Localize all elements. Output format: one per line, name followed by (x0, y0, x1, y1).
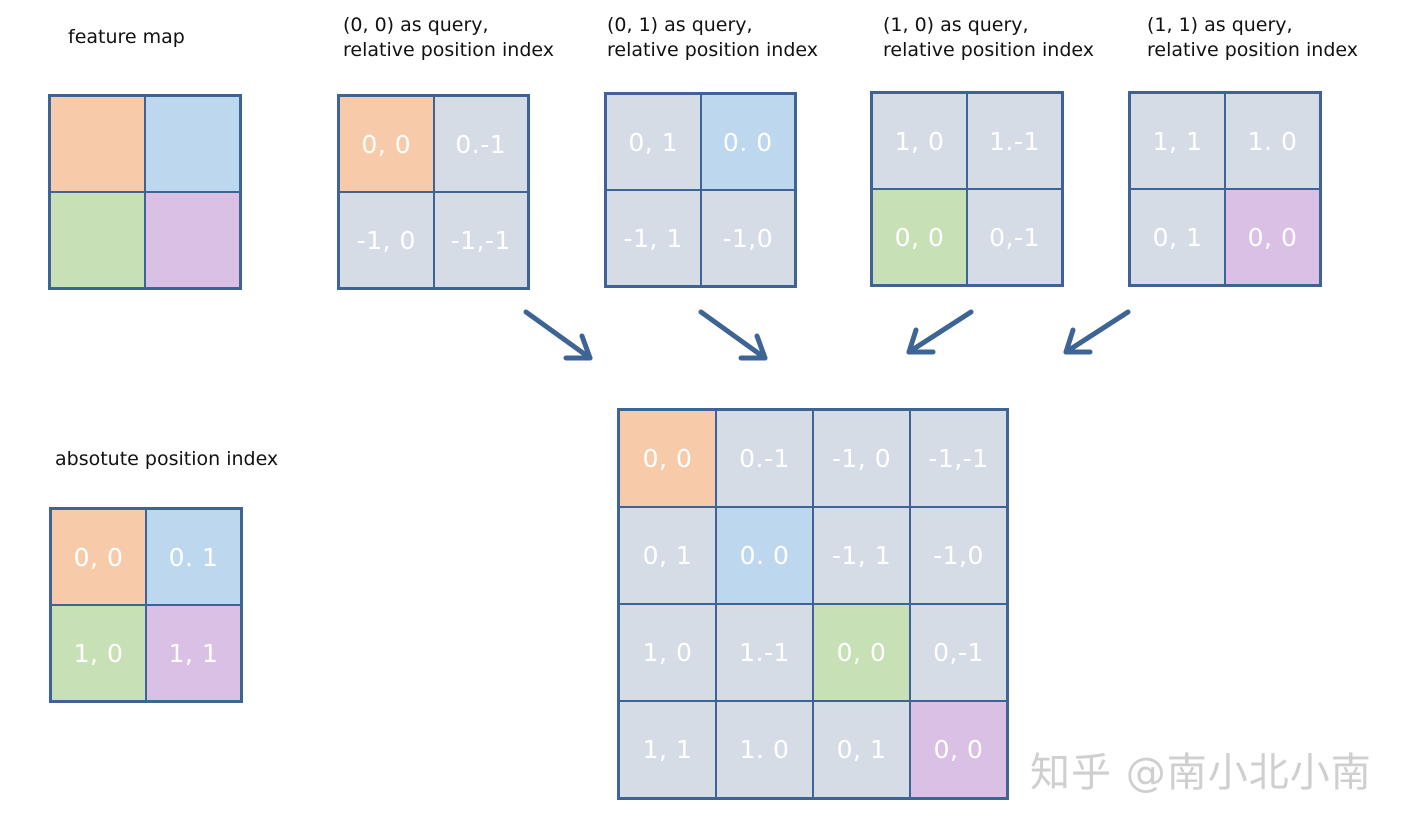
query-10-label: (1, 0) as query, relative position index (883, 13, 1094, 63)
combined-relative-grid-cell: 0,-1 (910, 604, 1007, 701)
combined-relative-grid-cell: 1, 0 (619, 604, 716, 701)
query-01-label: (0, 1) as query, relative position index (607, 13, 818, 63)
combined-relative-grid-cell: -1,0 (910, 507, 1007, 604)
query-11-grid-cell: 0, 1 (1130, 189, 1225, 285)
absolute-position-grid-cell: 1, 1 (146, 605, 241, 701)
query-10-grid-cell: 0,-1 (967, 189, 1062, 285)
feature-map-label: feature map (68, 26, 185, 48)
query-10-grid-cell: 1.-1 (967, 93, 1062, 189)
query-00-grid-cell: 0, 0 (339, 96, 434, 192)
absolute-position-grid-cell: 1, 0 (51, 605, 146, 701)
absolute-position-label: absotute position index (55, 448, 279, 470)
combined-relative-grid-cell: 1.-1 (716, 604, 813, 701)
query-11-grid-cell: 1. 0 (1225, 93, 1320, 189)
query-11-label: (1, 1) as query, relative position index (1147, 13, 1358, 63)
arrow-q00 (523, 309, 593, 361)
arrow-q01 (698, 309, 768, 361)
query-11-label-line2: relative position index (1147, 39, 1358, 61)
feature-map-grid-cell (50, 192, 145, 288)
query-00-label-line2: relative position index (343, 39, 554, 61)
combined-relative-grid-cell: 1, 1 (619, 701, 716, 798)
query-11-label-line1: (1, 1) as query, (1147, 14, 1293, 36)
query-01-label-line1: (0, 1) as query, (607, 14, 753, 36)
combined-relative-grid-cell: 0, 1 (813, 701, 910, 798)
arrow-q10 (906, 309, 974, 355)
query-00-label: (0, 0) as query, relative position index (343, 13, 554, 63)
query-01-grid-cell: 0. 0 (700, 94, 795, 190)
query-01-grid-cell: 0, 1 (606, 94, 701, 190)
feature-map-grid-cell (50, 96, 145, 192)
combined-relative-grid-cell: 1. 0 (716, 701, 813, 798)
combined-relative-grid-cell: 0. 0 (716, 507, 813, 604)
query-00-label-line1: (0, 0) as query, (343, 14, 489, 36)
combined-relative-grid-cell: -1, 1 (813, 507, 910, 604)
query-11-grid-cell: 0, 0 (1225, 189, 1320, 285)
absolute-position-grid-cell: 0, 0 (51, 509, 146, 605)
query-11-grid-cell: 1, 1 (1130, 93, 1225, 189)
query-01-grid-cell: -1, 1 (606, 190, 701, 286)
combined-relative-grid-cell: -1,-1 (910, 410, 1007, 507)
query-00-grid-cell: -1,-1 (433, 192, 528, 288)
combined-relative-grid-cell: -1, 0 (813, 410, 910, 507)
absolute-position-grid-cell: 0. 1 (146, 509, 241, 605)
query-10-grid-cell: 0, 0 (872, 189, 967, 285)
query-00-grid-cell: 0.-1 (433, 96, 528, 192)
query-10-label-line2: relative position index (883, 39, 1094, 61)
query-01-grid-cell: -1,0 (700, 190, 795, 286)
query-10-label-line1: (1, 0) as query, (883, 14, 1029, 36)
feature-map-grid (48, 94, 242, 290)
combined-relative-grid-cell: 0, 0 (619, 410, 716, 507)
feature-map-grid-cell (145, 96, 240, 192)
combined-relative-grid-cell: 0, 1 (619, 507, 716, 604)
query-01-label-line2: relative position index (607, 39, 818, 61)
combined-relative-grid-cell: 0, 0 (910, 701, 1007, 798)
query-10-grid-cell: 1, 0 (872, 93, 967, 189)
combined-relative-grid-cell: 0.-1 (716, 410, 813, 507)
watermark: 知乎 @南小北小南 (1030, 750, 1372, 796)
arrow-q11 (1063, 309, 1131, 355)
query-00-grid-cell: -1, 0 (339, 192, 434, 288)
combined-relative-grid-cell: 0, 0 (813, 604, 910, 701)
feature-map-grid-cell (145, 192, 240, 288)
